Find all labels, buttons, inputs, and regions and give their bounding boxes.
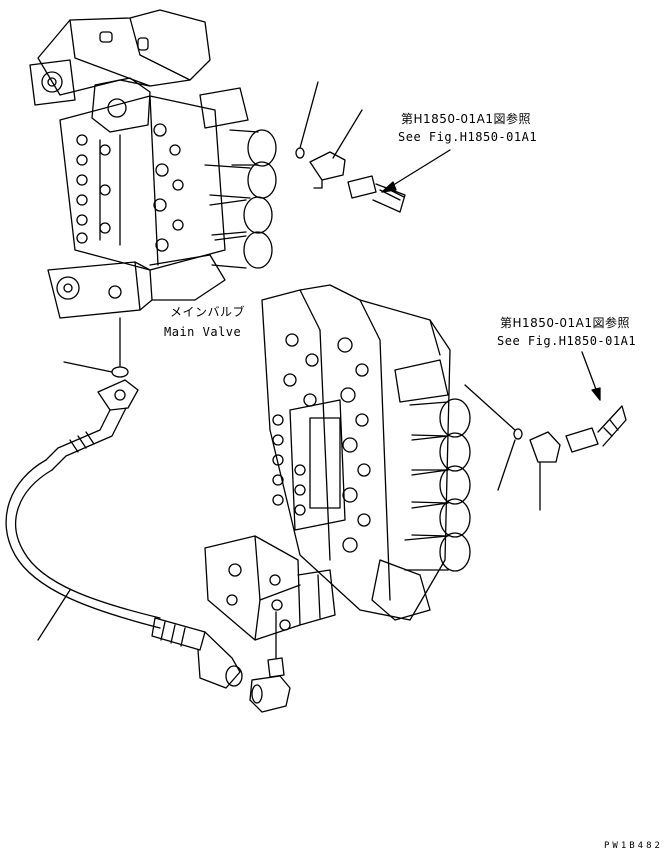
upper-face-holes [153,123,184,252]
upper-spool-caps [199,87,277,269]
lower-ref-label-en: See Fig.H1850-01A1 [497,334,637,348]
upper-ref-label-en: See Fig.H1850-01A1 [398,130,538,144]
lower-bolt-array [272,333,319,516]
left-hose [5,379,243,689]
upper-fitting-group [295,81,406,213]
lower-face-holes [337,337,371,553]
upper-main-valve [29,9,277,319]
drawing-code: PW1B482 [604,841,663,851]
upper-ref-arrow [381,149,451,193]
oring-upper [63,317,129,378]
lower-main-valve [204,284,471,641]
main-valve-label-jp: メインバルブ [170,305,246,319]
elbow-fitting [249,611,291,713]
main-valve-label-en: Main Valve [164,325,242,339]
lower-spool-caps [394,359,471,572]
lower-ref-label-jp: 第H1850-01A1図参照 [500,316,631,330]
lower-ref-arrow [581,351,601,401]
lower-fitting-group [464,384,627,511]
upper-ref-label-jp: 第H1850-01A1図参照 [401,112,532,126]
upper-bolt-column [76,134,111,244]
